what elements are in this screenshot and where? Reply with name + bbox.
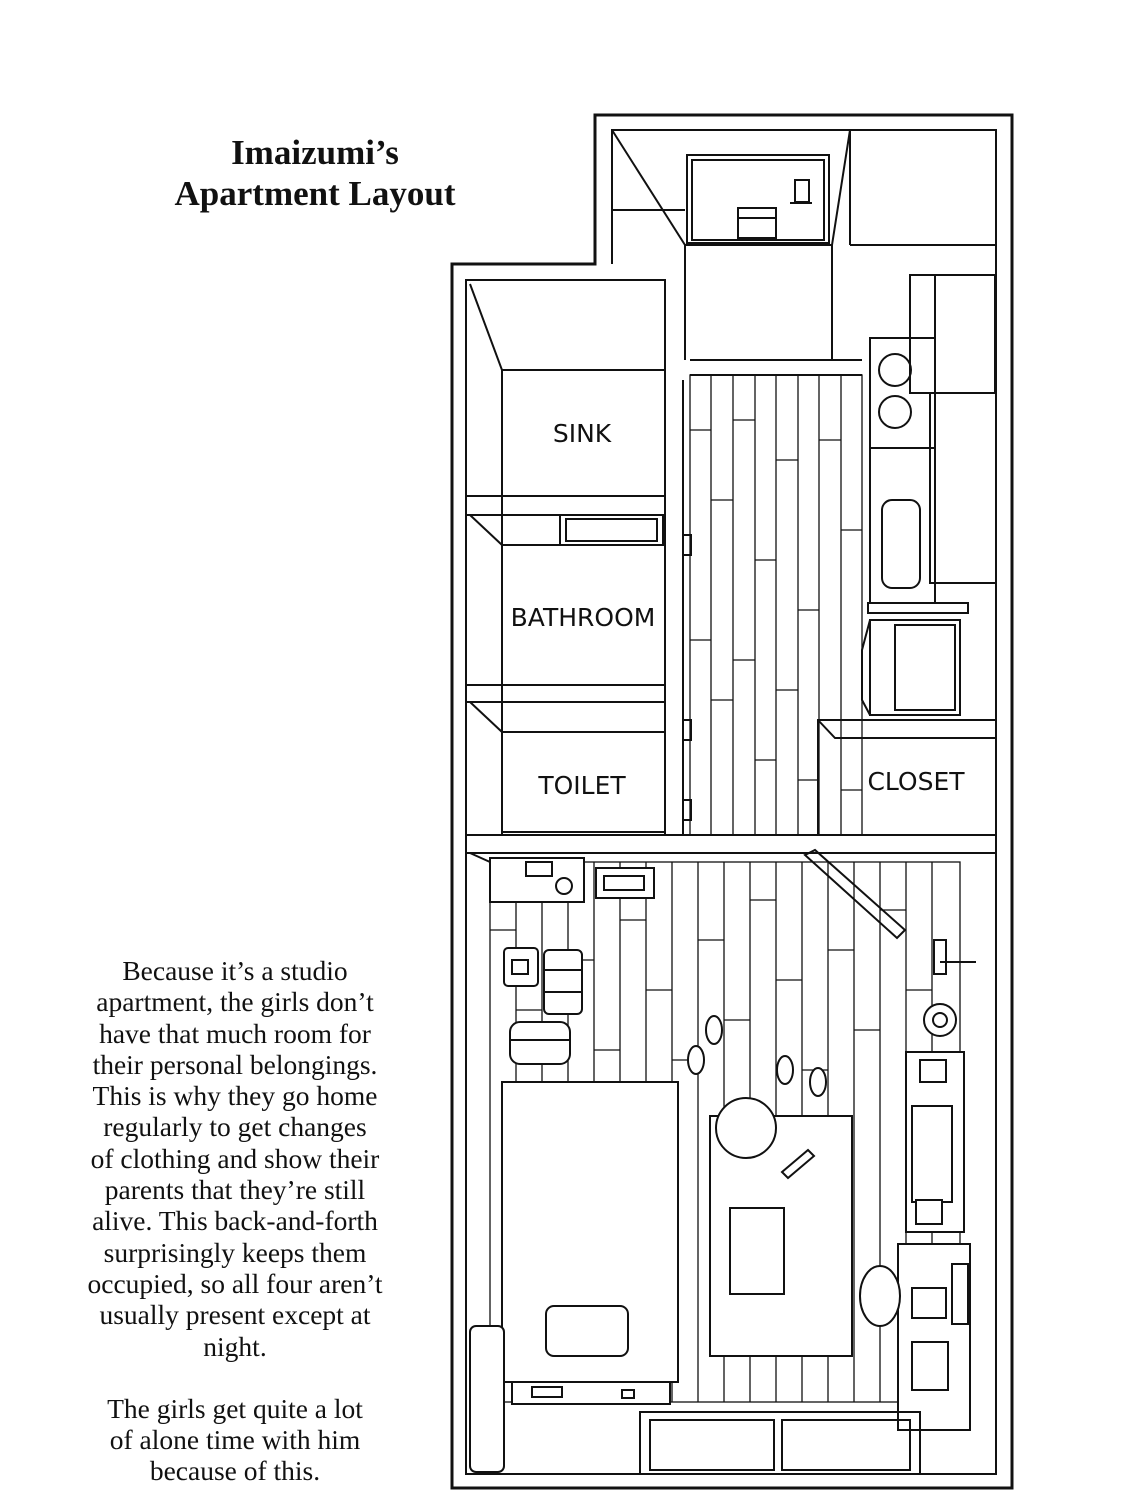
luggage <box>503 947 583 1065</box>
description-paragraph-2: The girls get quite a lot of alone time … <box>40 1393 430 1487</box>
toilet-room <box>501 731 666 833</box>
description-line: surprisingly keeps them <box>103 1236 367 1268</box>
description-line: night. <box>203 1330 267 1362</box>
description-line: occupied, so all four aren’t <box>87 1267 383 1299</box>
page-title: Imaizumi’s Apartment Layout <box>130 132 500 214</box>
description-line: The girls get quite a lot <box>107 1392 363 1424</box>
description-line: of clothing and show their <box>90 1142 380 1174</box>
description-line: Because it’s a studio <box>122 955 348 986</box>
right-furniture <box>859 939 976 1431</box>
description-line: because of this. <box>149 1455 321 1487</box>
bed <box>501 1081 679 1405</box>
kitchen <box>861 274 997 716</box>
title-line-2: Apartment Layout <box>174 174 456 213</box>
description-line: alive. This back-and-forth <box>92 1205 378 1237</box>
description-line: parents that they’re still <box>104 1174 366 1206</box>
description-line: of alone time with him <box>109 1424 361 1456</box>
description-line: have that much room for <box>99 1017 371 1049</box>
title-line-1: Imaizumi’s <box>231 133 399 172</box>
bathroom-label: BATHROOM <box>511 603 656 632</box>
balcony-window <box>639 1411 921 1475</box>
wet-rooms <box>465 279 692 835</box>
toilet-label: TOILET <box>537 771 626 800</box>
description-line: This is why they go home <box>92 1080 378 1112</box>
description-line: apartment, the girls don’t <box>96 986 374 1018</box>
corridor-floor <box>689 359 863 836</box>
description-line: their personal belongings. <box>92 1048 378 1080</box>
closet-label: CLOSET <box>867 767 965 796</box>
description: Because it’s a studio apartment, the gir… <box>40 955 430 1487</box>
shelves <box>489 857 655 903</box>
partition-wall <box>465 834 997 940</box>
sink-label: SINK <box>553 419 612 448</box>
description-paragraph-1: Because it’s a studio apartment, the gir… <box>40 955 430 1362</box>
entrance <box>611 129 996 360</box>
description-line: regularly to get changes <box>103 1111 367 1143</box>
slippers <box>687 1015 827 1097</box>
floor-lamp <box>469 1325 505 1473</box>
rug <box>709 1097 853 1357</box>
description-line: usually present except at <box>99 1299 371 1331</box>
